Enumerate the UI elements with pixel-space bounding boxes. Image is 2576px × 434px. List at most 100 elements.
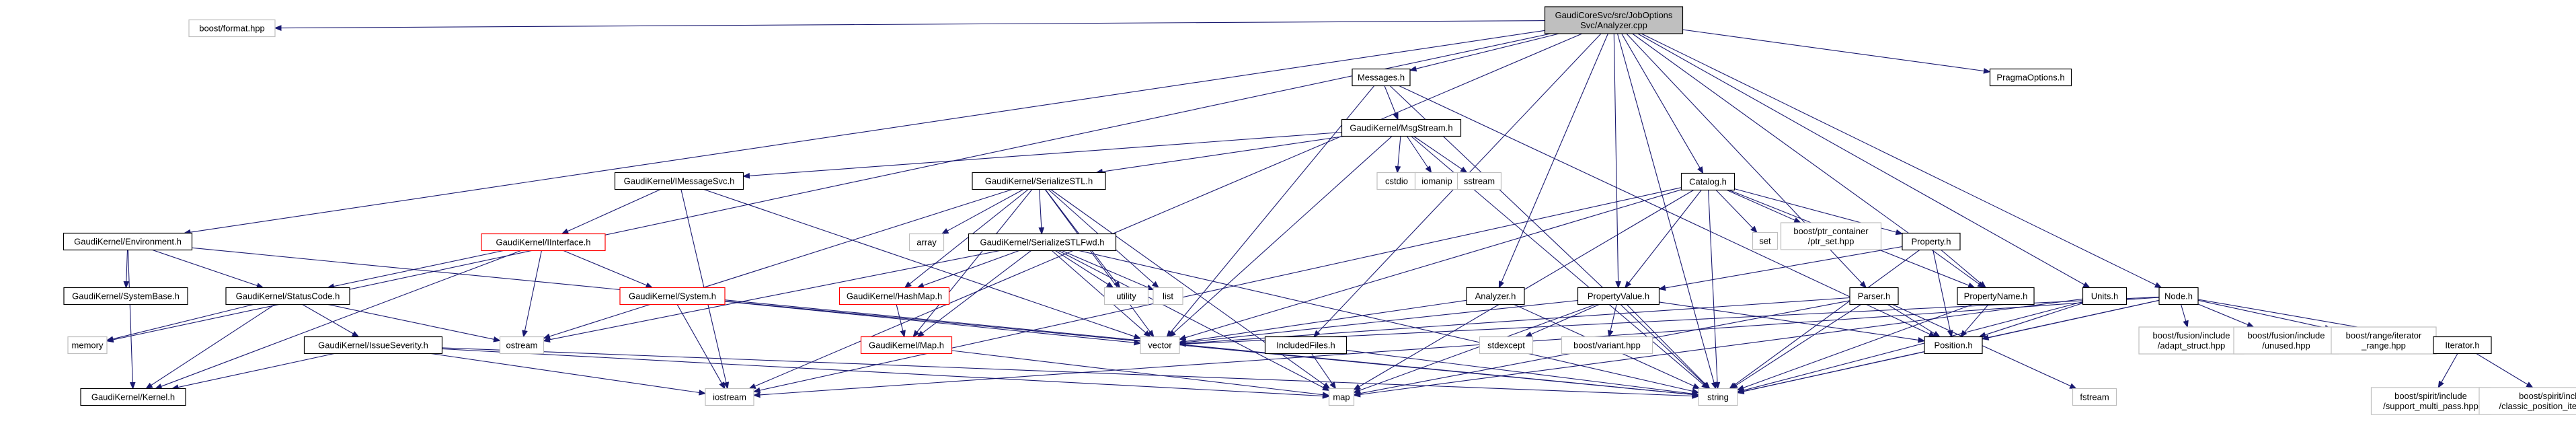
edge-arrowhead — [351, 331, 360, 338]
edge-line — [754, 33, 1583, 387]
edge-line — [442, 348, 1323, 397]
node-box — [63, 287, 188, 305]
node-issueseverity[interactable]: GaudiKernel/IssueSeverity.h — [303, 336, 443, 355]
edge-line — [724, 300, 1693, 395]
node-label: boost/ptr_container — [1793, 226, 1869, 236]
node-label: /unused.hpp — [2262, 340, 2310, 351]
node-analyzer-h[interactable]: Analyzer.h — [1466, 287, 1525, 305]
node-label: Property.h — [1911, 237, 1951, 247]
edge-issueseverity-to-map — [442, 348, 1330, 399]
edge-line — [703, 188, 1135, 337]
node-kernel[interactable]: GaudiKernel/Kernel.h — [80, 388, 186, 406]
edge-parser-to-position — [1887, 304, 1941, 338]
edge-arrowhead — [742, 172, 750, 179]
node-label: GaudiKernel/MsgStream.h — [1350, 123, 1452, 133]
edge-catalog-to-string — [1708, 190, 1721, 390]
node-node[interactable]: Node.h — [2158, 287, 2199, 305]
edge-line — [1384, 85, 1397, 114]
edge-arrowhead — [2183, 320, 2189, 328]
edge-line — [1941, 250, 1982, 285]
edge-arrowhead — [1106, 281, 1114, 289]
edge-arrowhead — [2082, 282, 2091, 289]
node-serializestlfwd[interactable]: GaudiKernel/SerializeSTLFwd.h — [968, 233, 1117, 252]
node-pragma[interactable]: PragmaOptions.h — [1989, 68, 2072, 87]
edge-line — [1311, 353, 1333, 384]
node-label: iostream — [713, 392, 746, 402]
node-label: GaudiKernel/Map.h — [869, 340, 944, 351]
edge-node-to-iostream — [752, 297, 2160, 398]
node-label: Analyzer.h — [1475, 291, 1516, 301]
edge-arrowhead — [1460, 166, 1468, 174]
edge-serializestlfwd-to-map — [1058, 250, 1330, 392]
edge-arrowhead — [1793, 217, 1802, 223]
edge-arrowhead — [2154, 282, 2162, 289]
edge-catalog-to-vector — [1178, 189, 1682, 340]
edge-line — [302, 304, 354, 334]
node-propertyvalue[interactable]: PropertyValue.h — [1577, 287, 1660, 305]
node-box — [2082, 287, 2128, 305]
edge-includedfiles-to-map — [1311, 353, 1337, 390]
edge-arrowhead — [154, 384, 163, 390]
edge-msgstream-to-vector — [1168, 136, 1393, 338]
node-catalog[interactable]: Catalog.h — [1680, 172, 1735, 191]
edge-arrowhead — [561, 228, 570, 235]
edge-node-to-adapt_struct — [2181, 304, 2189, 328]
node-box — [614, 172, 744, 190]
node-msgstream[interactable]: GaudiKernel/MsgStream.h — [1341, 118, 1462, 137]
node-messages[interactable]: Messages.h — [1352, 68, 1411, 87]
node-ptr-set: boost/ptr_container/ptr_set.hpp — [1780, 222, 1882, 250]
edge-line — [190, 30, 1545, 233]
node-boost-format: boost/format.hpp — [188, 19, 276, 38]
edge-arrowhead — [1736, 388, 1745, 394]
node-property[interactable]: Property.h — [1902, 232, 1961, 251]
node-root[interactable]: GaudiCoreSvc/src/JobOptionsSvc/Analyzer.… — [1544, 6, 1684, 34]
edge-imessagesvc-to-iinterface — [561, 188, 661, 235]
node-label: stdexcept — [1487, 340, 1525, 351]
node-serializestl[interactable]: GaudiKernel/SerializeSTL.h — [972, 172, 1106, 190]
node-box — [2158, 287, 2199, 305]
node-imessagesvc[interactable]: GaudiKernel/IMessageSvc.h — [614, 172, 744, 190]
node-label: string — [1707, 392, 1729, 402]
edge-line — [2476, 353, 2528, 385]
node-iterator-h[interactable]: Iterator.h — [2433, 336, 2492, 355]
node-propertyname[interactable]: PropertyName.h — [1957, 287, 2035, 305]
edge-root-to-catalog — [1621, 33, 1704, 174]
edge-line — [1185, 299, 1578, 343]
edge-line — [2181, 304, 2187, 322]
node-hashmap[interactable]: GaudiKernel/HashMap.h — [838, 287, 950, 305]
node-box — [1902, 232, 1961, 251]
node-iinterface[interactable]: GaudiKernel/IInterface.h — [481, 233, 606, 252]
edge-environment-to-statuscode — [152, 249, 264, 289]
node-box — [860, 336, 953, 355]
node-label: PropertyValue.h — [1588, 291, 1649, 301]
node-label: /adapt_struct.hpp — [2158, 340, 2225, 351]
node-box — [838, 287, 950, 305]
node-map-h[interactable]: GaudiKernel/Map.h — [860, 336, 953, 355]
node-box — [188, 19, 276, 38]
node-includedfiles[interactable]: IncludedFiles.h — [1264, 336, 1348, 355]
edge-arrowhead — [1524, 331, 1533, 338]
edge-line — [1411, 136, 1704, 386]
edge-line — [1610, 304, 1617, 331]
node-units[interactable]: Units.h — [2082, 287, 2128, 305]
node-system[interactable]: GaudiKernel/System.h — [619, 287, 726, 305]
node-parser[interactable]: Parser.h — [1849, 287, 1899, 305]
edge-line — [1530, 303, 1600, 335]
edge-line — [126, 250, 128, 282]
edge-arrowhead — [1692, 390, 1700, 397]
node-label: memory — [72, 340, 104, 351]
edge-arrowhead — [904, 281, 912, 289]
node-systembase[interactable]: GaudiKernel/SystemBase.h — [63, 287, 188, 305]
node-position[interactable]: Position.h — [1924, 336, 1983, 355]
node-environment[interactable]: GaudiKernel/Environment.h — [63, 232, 193, 251]
node-label: map — [1333, 392, 1350, 402]
node-label: Catalog.h — [1689, 177, 1727, 187]
edge-line — [1185, 189, 1682, 338]
edge-arrowhead — [1393, 112, 1399, 120]
node-box — [2433, 336, 2492, 355]
node-list: list — [1153, 287, 1183, 305]
edge-arrowhead — [2526, 382, 2534, 388]
edge-catalog-to-iostream — [752, 187, 1682, 394]
node-statuscode[interactable]: GaudiKernel/StatusCode.h — [225, 287, 350, 305]
edge-arrowhead — [748, 383, 756, 390]
